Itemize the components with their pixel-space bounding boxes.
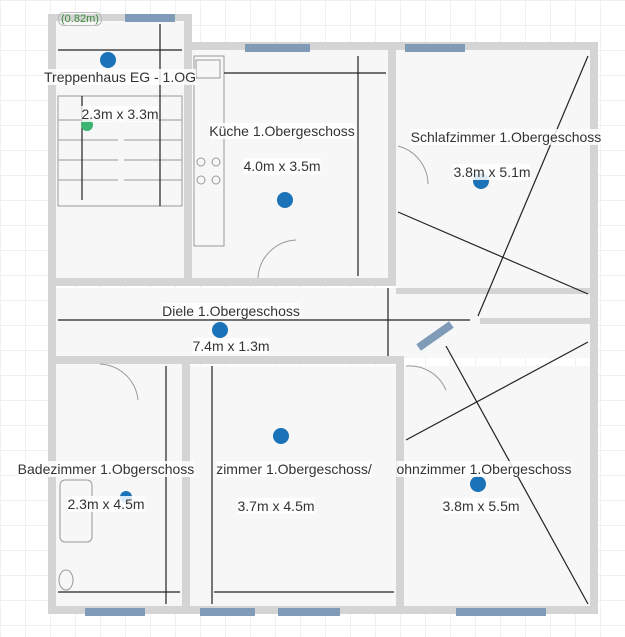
room-size-zimmer: 3.7m x 4.5m xyxy=(237,498,315,514)
marker-kueche[interactable] xyxy=(277,192,293,208)
marker-treppenhaus[interactable] xyxy=(100,52,116,68)
room-floors xyxy=(56,20,590,606)
walls xyxy=(48,14,598,614)
room-size-wohnzimmer: 3.8m x 5.5m xyxy=(442,498,520,514)
room-size-treppenhaus: 2.3m x 3.3m xyxy=(81,106,159,122)
room-name-kueche: Küche 1.Obergeschoss xyxy=(209,123,355,139)
room-size-badezimmer: 2.3m x 4.5m xyxy=(67,496,145,512)
dimension-lines xyxy=(58,24,589,605)
windows xyxy=(85,14,546,616)
marker-stair[interactable] xyxy=(81,119,93,131)
room-size-schlafzimmer: 3.8m x 5.1m xyxy=(453,164,531,180)
room-name-wohnzimmer: ohnzimmer 1.Obergeschoss xyxy=(396,461,572,477)
room-name-schlafzimmer: Schlafzimmer 1.Obergeschoss xyxy=(410,129,602,145)
room-name-treppenhaus: Treppenhaus EG - 1.OG xyxy=(44,69,196,85)
marker-diele[interactable] xyxy=(212,322,228,338)
room-name-badezimmer: Badezimmer 1.Obgerschoss xyxy=(17,461,195,477)
room-size-kueche: 4.0m x 3.5m xyxy=(243,158,321,174)
floor-wohnzimmer[interactable] xyxy=(404,366,590,606)
marker-zimmer[interactable] xyxy=(273,428,289,444)
floor-zimmer[interactable] xyxy=(190,366,396,606)
floor-treppenhaus[interactable] xyxy=(56,20,184,278)
marker-wohnzimmer[interactable] xyxy=(470,476,486,492)
room-size-diele: 7.4m x 1.3m xyxy=(192,338,270,354)
measure-label: (0.82m) xyxy=(58,12,102,26)
room-name-zimmer: zimmer 1.Obergeschoss/ xyxy=(216,461,372,477)
room-name-diele: Diele 1.Obergeschoss xyxy=(162,303,300,319)
floor-badezimmer[interactable] xyxy=(56,362,182,606)
